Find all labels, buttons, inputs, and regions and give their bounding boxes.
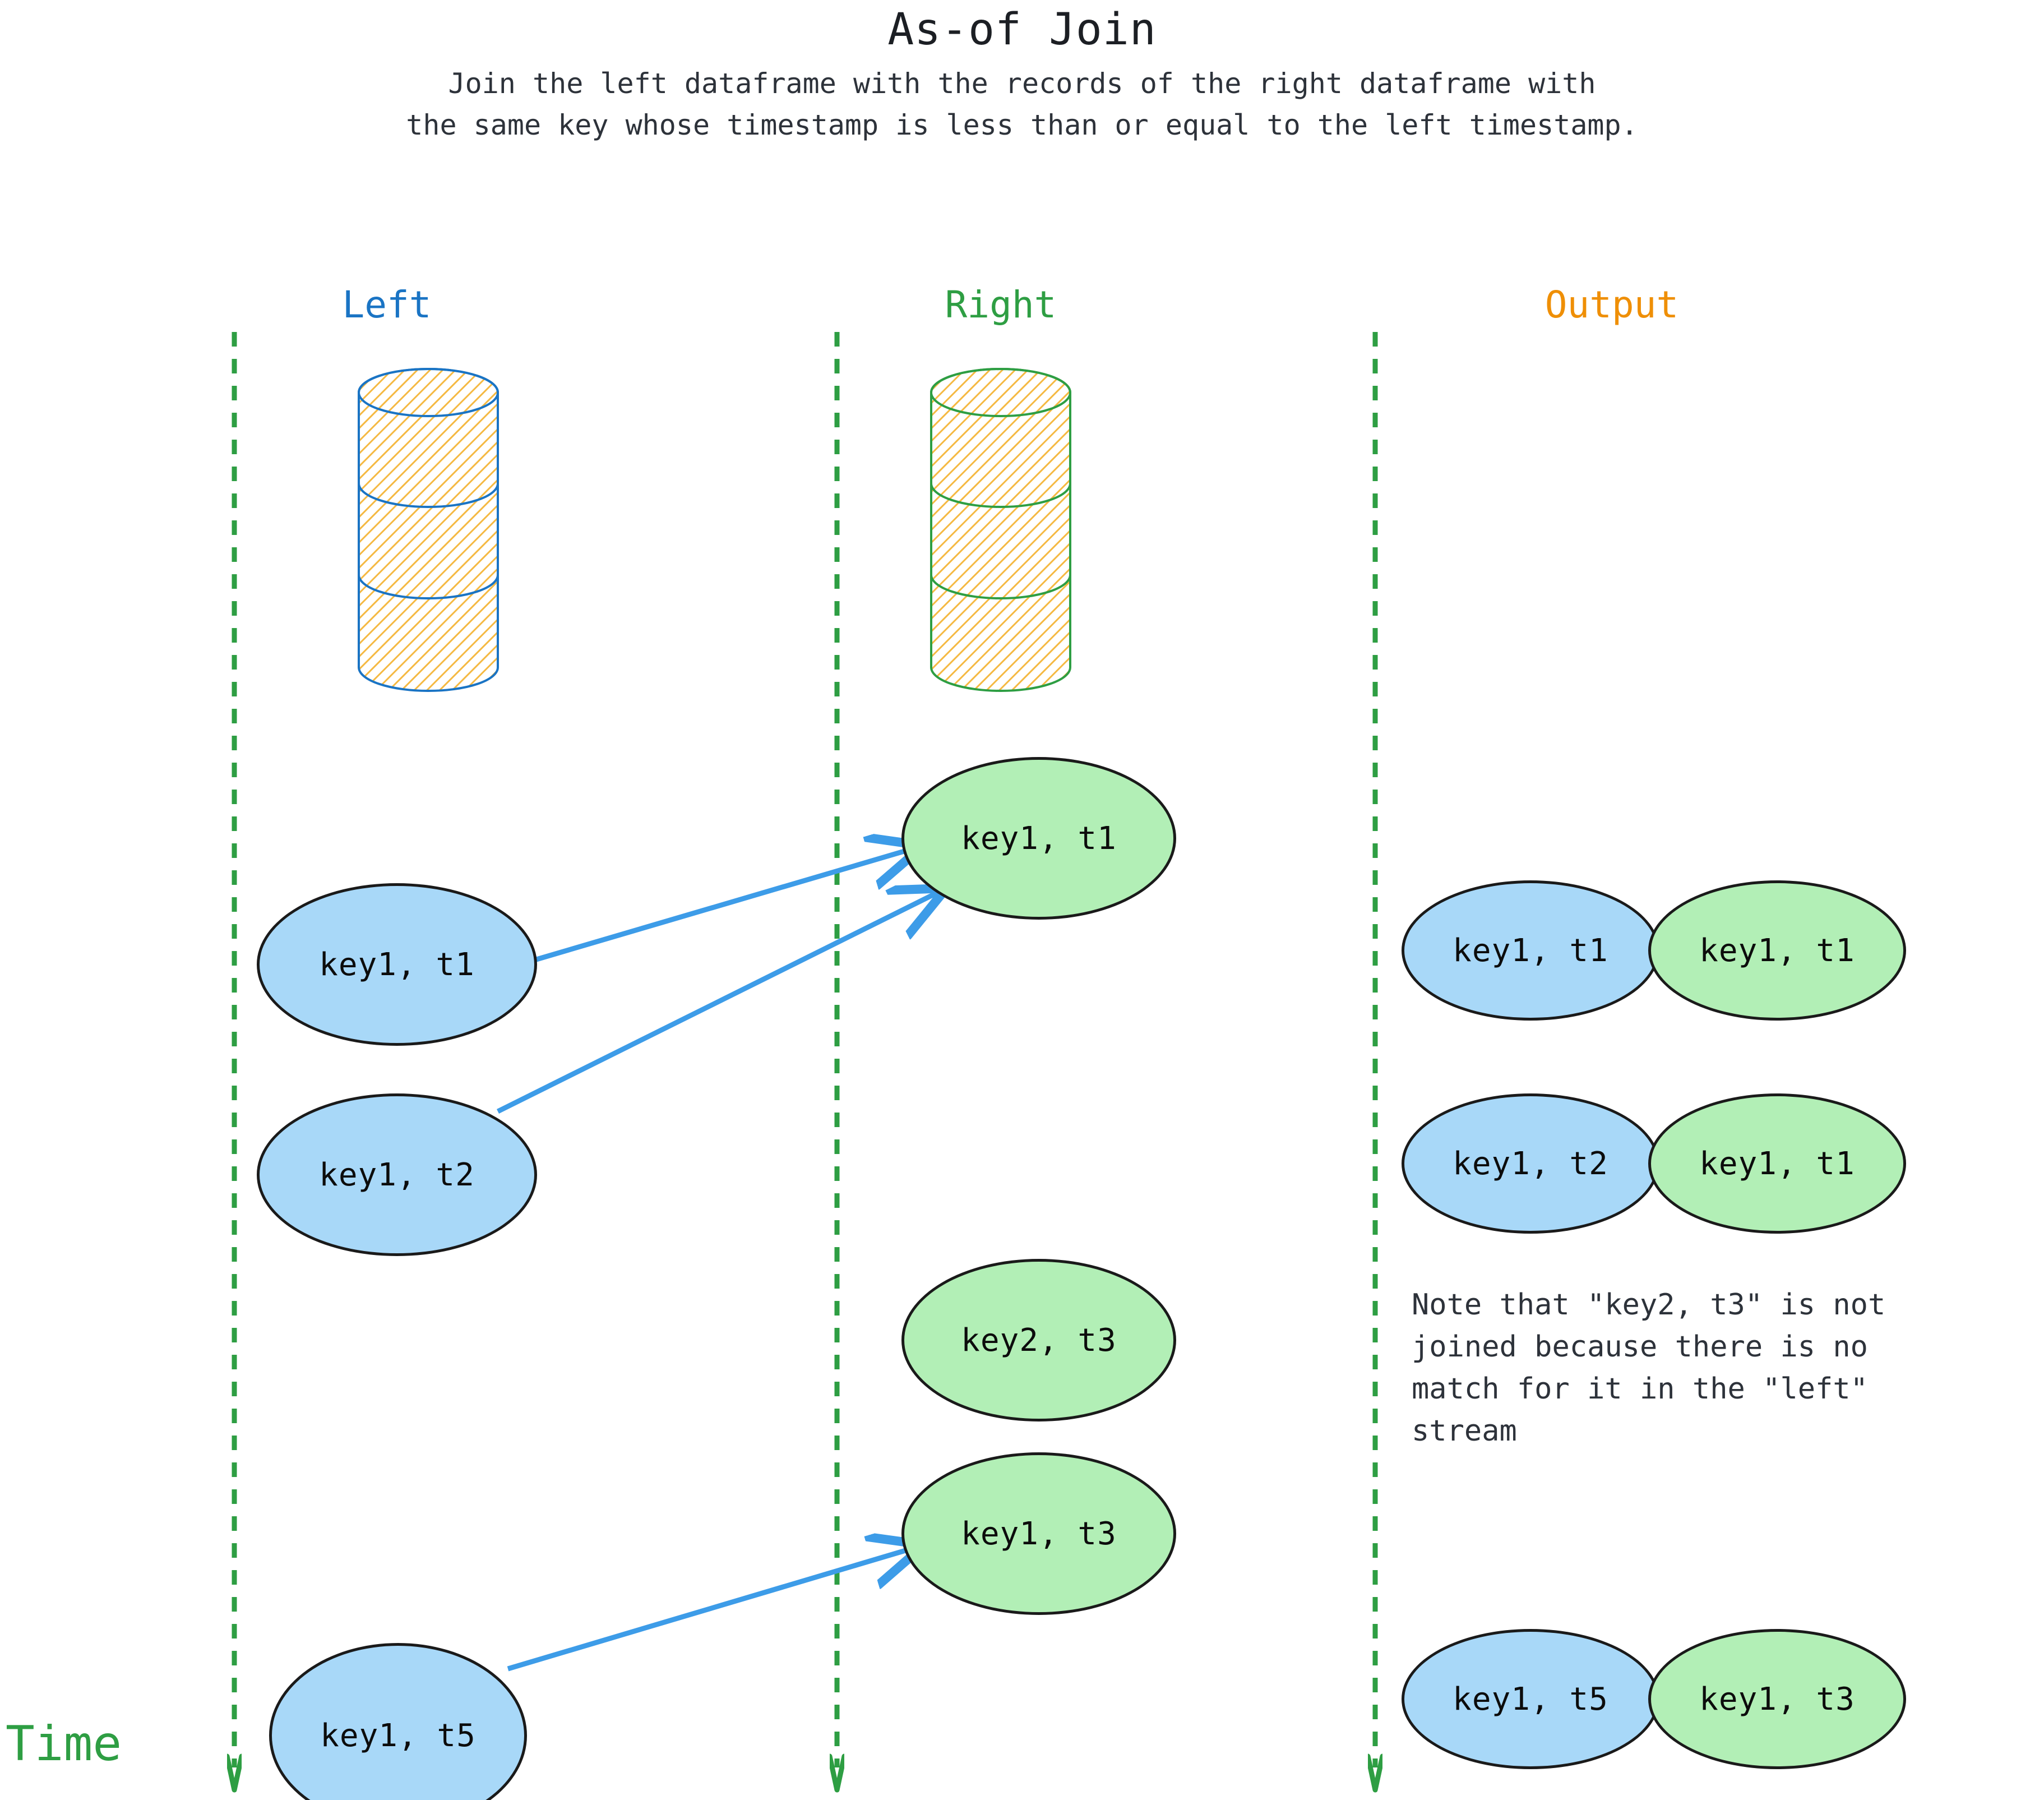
page-subtitle: Join the left dataframe with the records… bbox=[406, 67, 1638, 141]
output-right-label: key1, t3 bbox=[1699, 1681, 1855, 1718]
left-record-node[interactable]: key1, t2 bbox=[257, 1093, 537, 1256]
database-cylinder-icon-left bbox=[358, 368, 499, 692]
left-record-node[interactable]: key1, t1 bbox=[257, 883, 537, 1046]
output-record-pair[interactable]: key1, t1 key1, t1 bbox=[1402, 880, 1906, 1021]
join-arrow-1 bbox=[531, 848, 914, 963]
right-record-label: key1, t3 bbox=[961, 1515, 1117, 1552]
output-left-half: key1, t1 bbox=[1402, 880, 1659, 1021]
column-heading-left: Left bbox=[342, 283, 432, 326]
left-record-label: key1, t5 bbox=[320, 1717, 476, 1754]
output-right-half: key1, t3 bbox=[1648, 1629, 1906, 1769]
output-right-label: key1, t1 bbox=[1699, 932, 1855, 969]
right-record-label: key2, t3 bbox=[961, 1322, 1117, 1359]
output-record-pair[interactable]: key1, t2 key1, t1 bbox=[1402, 1093, 1906, 1234]
column-heading-output: Output bbox=[1544, 283, 1679, 326]
right-record-node[interactable]: key1, t3 bbox=[901, 1452, 1176, 1615]
left-record-label: key1, t1 bbox=[319, 946, 475, 983]
join-arrow-2 bbox=[496, 893, 937, 1114]
right-record-node[interactable]: key1, t1 bbox=[901, 757, 1176, 920]
time-axis-right bbox=[830, 332, 844, 1793]
database-cylinder-icon-right bbox=[930, 368, 1071, 692]
time-axis-left bbox=[227, 332, 242, 1793]
output-right-half: key1, t1 bbox=[1648, 880, 1906, 1021]
right-record-label: key1, t1 bbox=[961, 820, 1117, 857]
join-arrow-3 bbox=[507, 1548, 915, 1672]
output-left-half: key1, t2 bbox=[1402, 1093, 1659, 1234]
output-left-label: key1, t1 bbox=[1453, 932, 1608, 969]
right-record-node[interactable]: key2, t3 bbox=[901, 1259, 1176, 1421]
output-note: Note that "key2, t3" is not joined becau… bbox=[1412, 1288, 1886, 1448]
left-record-node[interactable]: key1, t5 bbox=[269, 1643, 527, 1800]
time-axis-label: Time bbox=[6, 1716, 122, 1772]
output-left-label: key1, t2 bbox=[1453, 1145, 1608, 1182]
output-left-label: key1, t5 bbox=[1453, 1681, 1608, 1718]
column-heading-right: Right bbox=[945, 283, 1057, 326]
output-right-half: key1, t1 bbox=[1648, 1093, 1906, 1234]
output-left-half: key1, t5 bbox=[1402, 1629, 1659, 1769]
left-record-label: key1, t2 bbox=[319, 1156, 475, 1193]
time-axis-output bbox=[1368, 332, 1382, 1793]
output-record-pair[interactable]: key1, t5 key1, t3 bbox=[1402, 1629, 1906, 1769]
page-title: As-of Join bbox=[887, 4, 1157, 55]
output-right-label: key1, t1 bbox=[1699, 1145, 1855, 1182]
